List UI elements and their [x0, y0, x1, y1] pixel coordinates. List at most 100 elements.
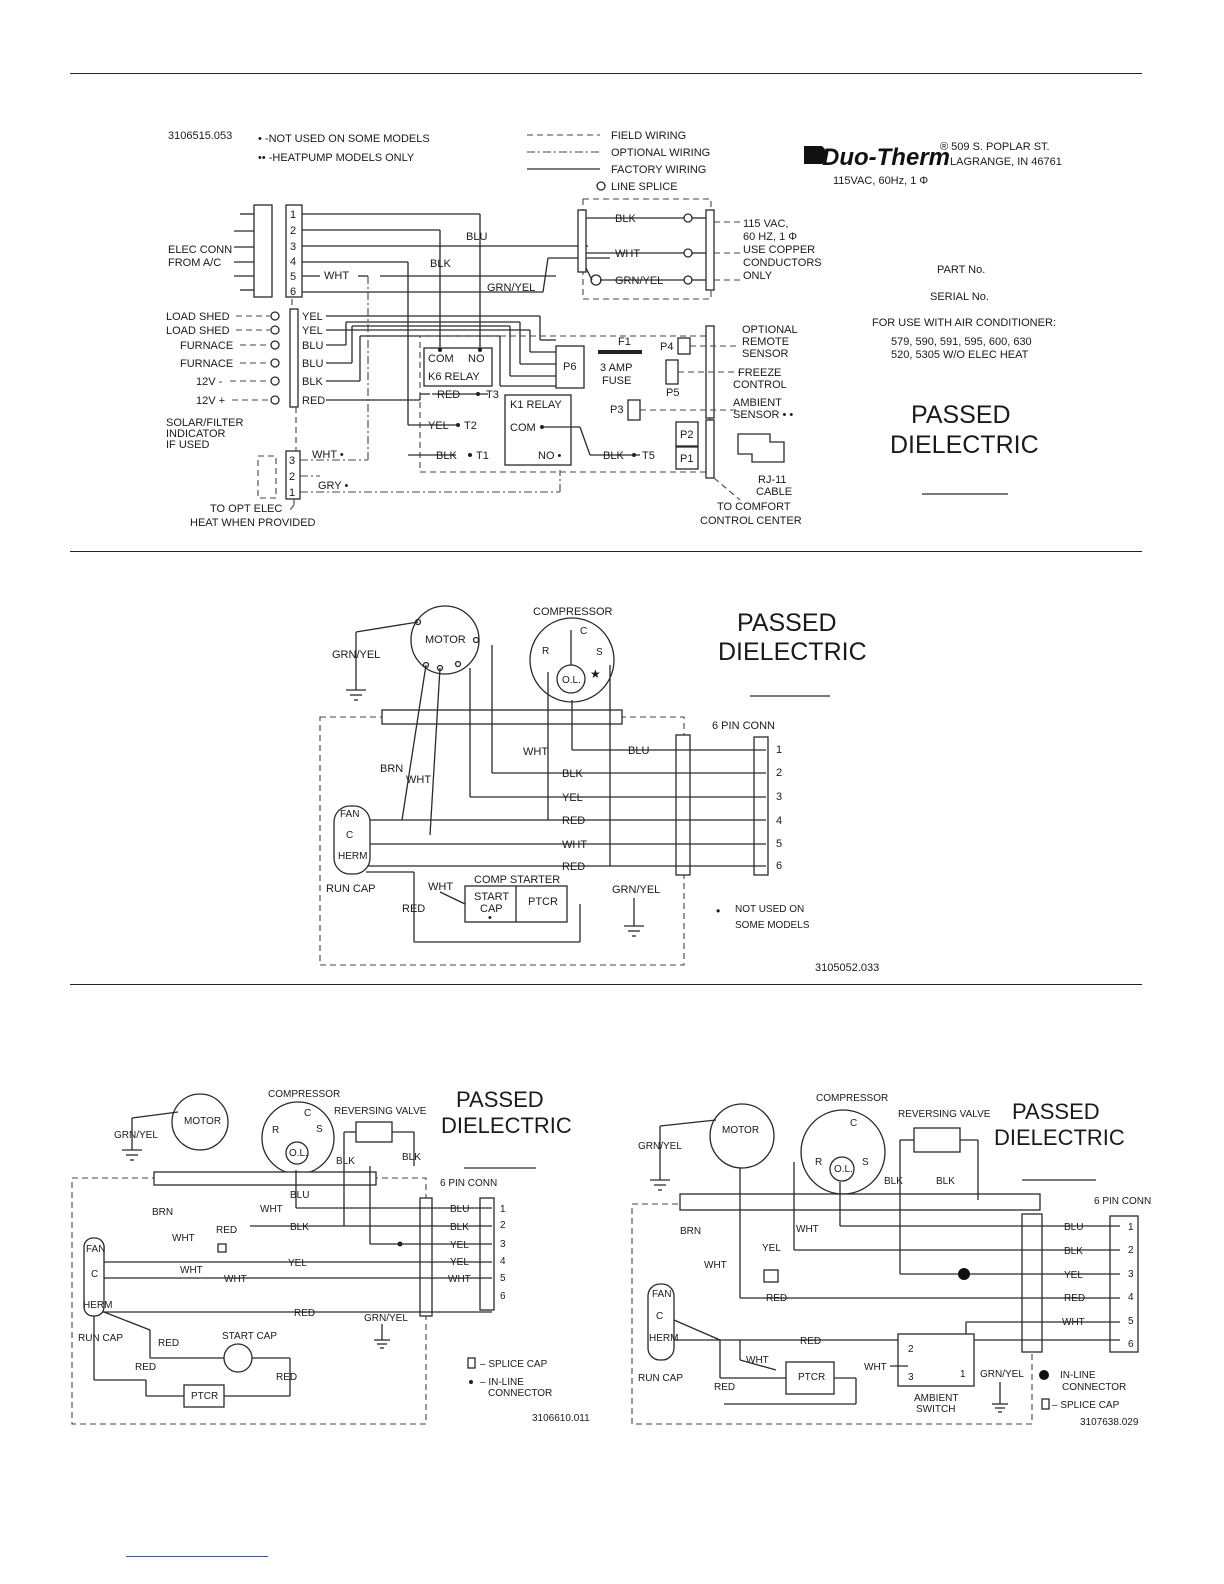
rj11-jack-icon [737, 433, 785, 463]
svg-text:O.L.: O.L. [289, 1148, 308, 1159]
svg-text:USE COPPER: USE COPPER [743, 244, 815, 256]
grn-yel-label: GRN/YEL [332, 649, 380, 661]
svg-text:WHT: WHT [428, 881, 453, 893]
terminal-yel: YEL [428, 420, 449, 432]
compressor-icon [529, 617, 615, 703]
run-cap-icon [333, 805, 371, 875]
not-used-note: NOT USED ON [735, 904, 804, 915]
svg-text:Duo-Therm: Duo-Therm [822, 144, 950, 171]
footer-link-rule[interactable] [126, 1556, 268, 1557]
motor-icon [171, 1093, 229, 1151]
svg-text:O.L.: O.L. [562, 675, 581, 686]
svg-text:12V -: 12V - [196, 376, 223, 388]
svg-text:YEL: YEL [302, 311, 323, 323]
svg-text:LOAD SHED: LOAD SHED [166, 325, 230, 337]
svg-text:BLK: BLK [562, 768, 583, 780]
opt-elec-label: TO OPT ELEC [210, 503, 282, 515]
svg-text:BLK: BLK [884, 1176, 903, 1187]
terminal-t1: T1 [476, 450, 489, 462]
svg-text:BLK: BLK [402, 1152, 421, 1163]
svg-text:PTCR: PTCR [191, 1391, 218, 1402]
svg-text:60 HZ, 1 Φ: 60 HZ, 1 Φ [743, 231, 797, 243]
svg-text:BLK: BLK [1064, 1246, 1083, 1257]
svg-text:OPTIONAL: OPTIONAL [742, 324, 798, 336]
svg-text:WHT: WHT [523, 746, 548, 758]
svg-text:2: 2 [289, 471, 295, 483]
doc-code: 3106515.053 [168, 130, 232, 142]
svg-text:HERM: HERM [83, 1300, 112, 1311]
svg-text:1: 1 [1128, 1222, 1134, 1233]
dielectric-label: DIELECTRIC [890, 431, 1039, 459]
svg-text:BRN: BRN [380, 763, 403, 775]
opt-elec-label: HEAT WHEN PROVIDED [190, 517, 316, 529]
splice-cap-icon [217, 1243, 227, 1253]
svg-text:PTCR: PTCR [528, 896, 558, 908]
address-line-2: LAGRANGE, IN 46761 [950, 156, 1062, 168]
svg-text:6: 6 [500, 1291, 506, 1302]
svg-text:FURNACE: FURNACE [180, 340, 233, 352]
svg-text:BLU: BLU [302, 340, 323, 352]
not-used-note: SOME MODELS [735, 920, 810, 931]
svg-text:ONLY: ONLY [743, 270, 773, 282]
svg-text:INDICATOR: INDICATOR [166, 428, 226, 440]
k6-relay-label: K6 RELAY [428, 371, 480, 383]
connector-p6: P6 [563, 361, 576, 373]
svg-text:WHT: WHT [172, 1233, 195, 1244]
reversing-valve-icon [355, 1121, 393, 1143]
svg-text:1: 1 [776, 744, 782, 756]
wiring-diagram-panel-2: COMPRESSOR C R S O.L. ★ MOTOR GRN/YEL PA… [319, 605, 879, 974]
passed-label: PASSED [456, 1087, 544, 1112]
opt-wire-gry: GRY • [318, 480, 348, 492]
serial-no: SERIAL No. [930, 291, 989, 303]
svg-text:YEL: YEL [450, 1240, 469, 1251]
part-no: PART No. [937, 264, 985, 276]
k1-relay-label: K1 RELAY [510, 399, 562, 411]
svg-text:BLK: BLK [336, 1156, 355, 1167]
svg-text:RED: RED [302, 395, 325, 407]
svg-text:BLU: BLU [290, 1190, 309, 1201]
dielectric-label: DIELECTRIC [718, 638, 867, 666]
grn-yel-bottom: GRN/YEL [980, 1369, 1024, 1380]
svg-text:2: 2 [290, 225, 296, 237]
svg-text:WHT: WHT [796, 1224, 819, 1235]
legend-connector: CONNECTOR [488, 1388, 552, 1399]
top-rule [70, 73, 1142, 74]
svg-text:YEL: YEL [1064, 1270, 1083, 1281]
svg-text:WHT: WHT [864, 1362, 887, 1373]
separator-1 [70, 551, 1142, 552]
connector-p2: P2 [680, 429, 693, 441]
svg-text:BLU: BLU [628, 745, 649, 757]
svg-text:WHT: WHT [746, 1355, 769, 1366]
conn-pin-numbers: 12 34 56 [776, 744, 782, 872]
svg-text:4: 4 [776, 815, 782, 827]
svg-text:REMOTE: REMOTE [742, 336, 789, 348]
svg-text:RED: RED [562, 815, 585, 827]
svg-text:•: • [488, 912, 492, 924]
terminal-t5: T5 [642, 450, 655, 462]
svg-text:3: 3 [289, 455, 295, 467]
terminal-t3: T3 [486, 389, 499, 401]
compressor-label: COMPRESSOR [816, 1093, 888, 1104]
svg-text:YEL: YEL [450, 1257, 469, 1268]
svg-text:5: 5 [776, 838, 782, 850]
opt-pin-numbers: 3 2 1 [289, 455, 295, 499]
line-wire-grn-yel: GRN/YEL [615, 275, 663, 287]
svg-text:5: 5 [290, 271, 296, 283]
svg-text:C: C [91, 1269, 98, 1280]
connector-p1: P1 [680, 453, 693, 465]
svg-text:FAN: FAN [86, 1244, 105, 1255]
grn-yel-bottom: GRN/YEL [364, 1313, 408, 1324]
wire-label-blk: BLK [430, 258, 451, 270]
grn-yel-label: GRN/YEL [114, 1130, 158, 1141]
svg-text:R: R [272, 1125, 279, 1136]
svg-text:MOTOR: MOTOR [722, 1125, 759, 1136]
svg-text:5: 5 [500, 1273, 506, 1284]
svg-text:WHT: WHT [180, 1265, 203, 1276]
comfort-label: CONTROL CENTER [700, 515, 802, 527]
legend-factory-wiring: FACTORY WIRING [611, 164, 706, 176]
connector-p4: P4 [660, 341, 673, 353]
terminal-red: RED [437, 389, 460, 401]
svg-text:IF USED: IF USED [166, 439, 209, 451]
